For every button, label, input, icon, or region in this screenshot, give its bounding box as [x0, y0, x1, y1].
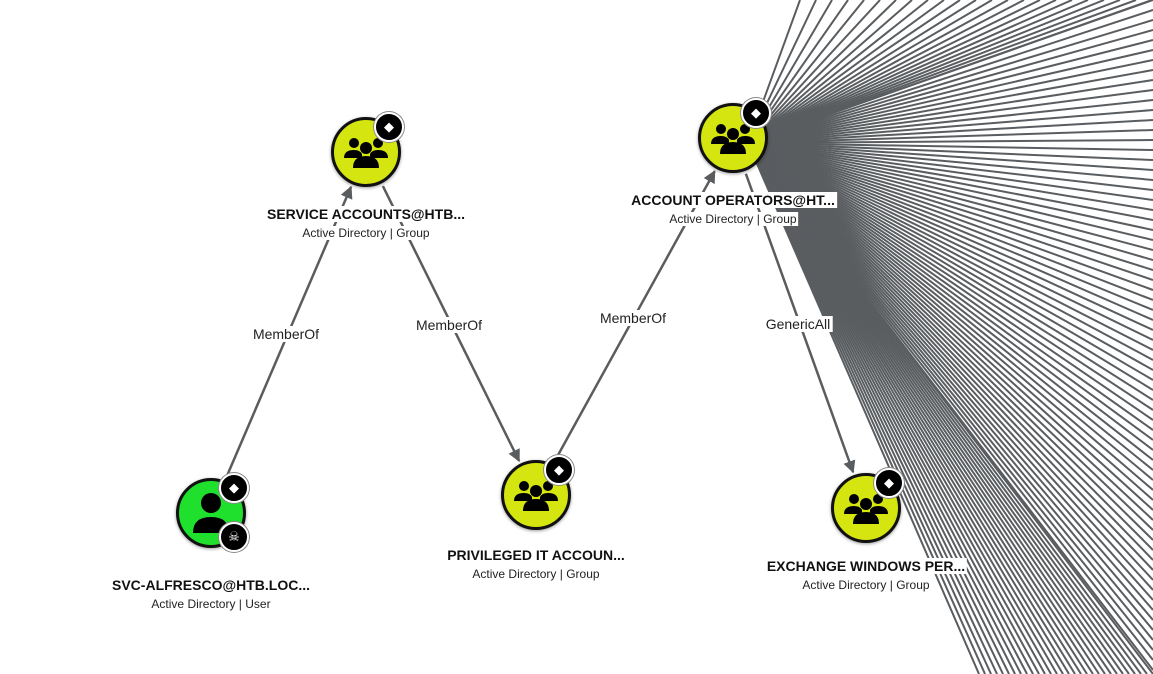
fan-edge [747, 142, 1153, 371]
node-name: EXCHANGE WINDOWS PER... [764, 558, 968, 574]
fan-edge [747, 69, 1153, 144]
node-type: Active Directory | Group [470, 567, 602, 581]
fan-edge [747, 142, 1153, 241]
group-icon[interactable] [501, 460, 571, 530]
fan-edge [747, 9, 1153, 144]
fan-edge [747, 142, 1153, 351]
fan-edge [747, 142, 1153, 591]
fan-edge [747, 142, 1153, 411]
skull-icon: ☠ [219, 522, 249, 552]
node-type: Active Directory | Group [667, 212, 799, 226]
fan-edge [747, 142, 1153, 391]
fan-edge [747, 29, 1153, 144]
fan-edge [747, 89, 1153, 144]
fan-edge [747, 0, 897, 144]
fan-edge [747, 142, 1153, 401]
fan-edge [747, 142, 1153, 191]
node-type: Active Directory | User [149, 597, 273, 611]
fan-edge [747, 142, 1153, 281]
edge-label[interactable]: MemberOf [413, 317, 485, 333]
fan-edge [747, 142, 1153, 341]
fan-edge [747, 142, 1153, 211]
fan-edge [747, 142, 1153, 621]
fan-edge [747, 0, 1009, 144]
node-name: ACCOUNT OPERATORS@HT... [629, 192, 837, 208]
node-type: Active Directory | Group [300, 226, 432, 240]
fan-edge [747, 19, 1153, 144]
fan-edge [747, 142, 1153, 161]
fan-edge [747, 49, 1153, 144]
fan-edge [747, 142, 1153, 151]
fan-edge [747, 142, 1153, 601]
fan-edge [747, 142, 1153, 361]
fan-edge [747, 79, 1153, 144]
fan-edge [747, 142, 1153, 541]
diamond-icon: ◆ [374, 112, 404, 142]
fan-edge [747, 142, 1153, 561]
fan-edge [747, 0, 1073, 144]
fan-edge [747, 142, 1153, 651]
fan-edge [747, 59, 1153, 144]
diamond-icon: ◆ [219, 473, 249, 503]
fan-edge [747, 0, 913, 144]
diamond-icon: ◆ [874, 468, 904, 498]
fan-edge [747, 0, 1153, 144]
fan-edge [747, 109, 1153, 144]
node-name: SVC-ALFRESCO@HTB.LOC... [110, 577, 312, 593]
fan-edge [747, 142, 1153, 611]
fan-edge [747, 0, 1057, 144]
fan-edge [747, 139, 1153, 144]
fan-edge [747, 142, 1153, 181]
fan-edge [747, 142, 1153, 331]
fan-edge [747, 129, 1153, 144]
fan-edge [747, 142, 1153, 451]
fan-edge [747, 142, 1153, 291]
fan-edge [747, 142, 980, 674]
fan-edge [747, 142, 1153, 421]
fan-edge [747, 0, 929, 144]
fan-edge [747, 0, 881, 144]
fan-edge [747, 142, 1153, 301]
fan-edge [747, 142, 1153, 221]
fan-edge [747, 0, 945, 144]
fan-edge [747, 142, 1153, 631]
diamond-icon: ◆ [741, 98, 771, 128]
edge-label[interactable]: MemberOf [597, 310, 669, 326]
fan-edge [747, 99, 1153, 144]
fan-edge [747, 0, 993, 144]
edge-fan [747, 0, 1153, 674]
edge-label[interactable]: GenericAll [763, 316, 833, 332]
node-name: SERVICE ACCOUNTS@HTB... [264, 206, 468, 222]
edge-label[interactable]: MemberOf [250, 326, 322, 342]
fan-edge [747, 142, 1153, 261]
fan-edge [747, 142, 1153, 171]
fan-edge [747, 142, 1153, 661]
fan-edge [747, 142, 1153, 381]
fan-edge [747, 0, 977, 144]
fan-edge [747, 0, 1025, 144]
fan-edge [747, 142, 1153, 251]
fan-edge [747, 39, 1153, 144]
fan-edge [747, 142, 1153, 581]
fan-edge [747, 142, 1153, 321]
fan-edge [747, 142, 1153, 231]
fan-edge [747, 119, 1153, 144]
fan-edge [747, 142, 1153, 311]
fan-edge [747, 0, 961, 144]
fan-edge [747, 142, 1153, 431]
diamond-icon: ◆ [544, 455, 574, 485]
fan-edge [747, 142, 1153, 551]
node-name: PRIVILEGED IT ACCOUN... [445, 547, 627, 563]
fan-edge [747, 142, 1153, 571]
fan-edge [747, 142, 1153, 641]
fan-edge [747, 142, 1153, 271]
node-type: Active Directory | Group [800, 578, 932, 592]
fan-edge [747, 0, 1041, 144]
fan-edge [747, 142, 1153, 201]
